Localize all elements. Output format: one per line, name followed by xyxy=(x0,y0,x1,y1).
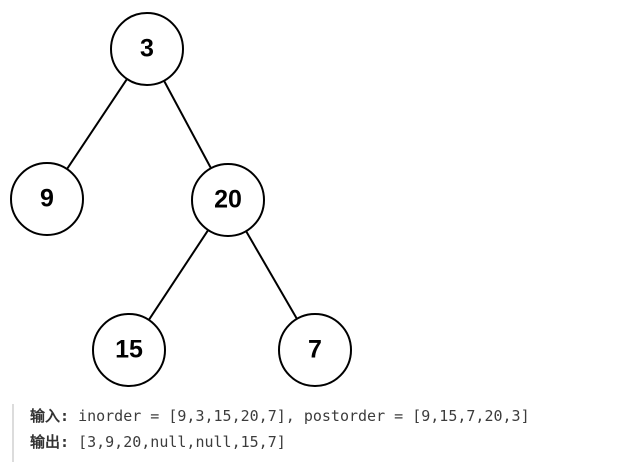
tree-node-9: 9 xyxy=(10,162,84,236)
tree-edges xyxy=(66,78,298,321)
node-circle xyxy=(110,12,184,86)
tree-node-20: 20 xyxy=(191,163,265,237)
node-label: 20 xyxy=(214,186,242,214)
input-label: 输入: xyxy=(30,407,70,425)
input-line: 输入: inorder = [9,3,15,20,7], postorder =… xyxy=(30,404,612,428)
node-circle xyxy=(278,313,352,387)
tree-node-3: 3 xyxy=(110,12,184,86)
node-label: 9 xyxy=(40,185,54,213)
output-value: [3,9,20,null,null,15,7] xyxy=(78,433,286,451)
node-label: 7 xyxy=(308,336,322,364)
node-circle xyxy=(92,313,166,387)
tree-node-15: 15 xyxy=(92,313,166,387)
node-label: 15 xyxy=(115,336,143,364)
node-circle xyxy=(10,162,84,236)
edge-n20-n15 xyxy=(147,229,210,321)
example-block: 输入: inorder = [9,3,15,20,7], postorder =… xyxy=(12,404,612,462)
input-value: inorder = [9,3,15,20,7], postorder = [9,… xyxy=(78,407,530,425)
edge-n20-n7 xyxy=(245,230,298,320)
node-label: 3 xyxy=(140,35,154,63)
edge-n3-n9 xyxy=(66,78,128,170)
output-label: 输出: xyxy=(30,433,70,451)
tree-nodes: 3 9 20 15 7 xyxy=(10,12,352,387)
binary-tree-diagram: 3 9 20 15 7 xyxy=(10,12,352,387)
edge-n3-n20 xyxy=(163,80,212,169)
tree-node-7: 7 xyxy=(278,313,352,387)
node-circle xyxy=(191,163,265,237)
output-line: 输出: [3,9,20,null,null,15,7] xyxy=(30,430,612,454)
